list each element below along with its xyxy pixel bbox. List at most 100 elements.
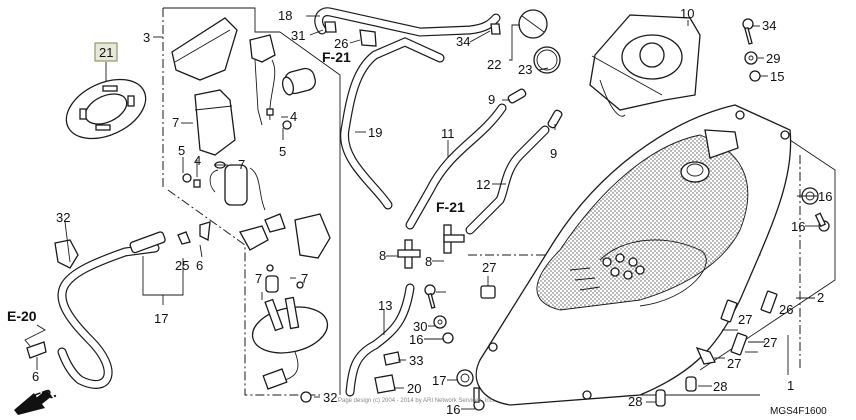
callout-30[interactable]: 32 xyxy=(56,210,70,225)
joint-8b[interactable] xyxy=(443,224,465,254)
callout-18[interactable]: 18 xyxy=(278,8,292,23)
callout-10[interactable]: 10 xyxy=(680,6,694,21)
hose-11[interactable] xyxy=(405,103,507,230)
part-10-filler-tray[interactable] xyxy=(589,14,701,117)
part-34-bolt-mid[interactable] xyxy=(424,284,436,309)
part-32-nut[interactable] xyxy=(300,391,312,403)
part-7-pump-housing[interactable] xyxy=(194,89,236,156)
ref-e20[interactable]: E-20 xyxy=(7,308,37,324)
part-6-bracket-b[interactable] xyxy=(26,341,47,359)
callout-3[interactable]: 3 xyxy=(143,30,150,45)
part-20-clip[interactable] xyxy=(374,374,396,394)
callout-8b[interactable]: 8 xyxy=(425,254,432,269)
part-14-grommet-mid[interactable] xyxy=(442,332,454,344)
part-28-washer-mid[interactable] xyxy=(433,315,447,329)
ref-f21-mid[interactable]: F-21 xyxy=(436,199,465,215)
part-27-clip-d[interactable] xyxy=(655,389,666,407)
callout-9a[interactable]: 9 xyxy=(488,92,495,107)
callout-11[interactable]: 11 xyxy=(441,126,455,141)
ref-f21-top[interactable]: F-21 xyxy=(322,49,351,65)
callout-13[interactable]: 13 xyxy=(378,298,392,313)
part-27-clip-a[interactable] xyxy=(480,285,496,299)
callout-2[interactable]: 2 xyxy=(817,290,824,305)
part-27-clip-b[interactable] xyxy=(695,346,716,365)
part-34-bolt-top[interactable] xyxy=(742,18,754,45)
part-21-ring-plate[interactable] xyxy=(57,62,155,150)
callout-26b[interactable]: 27 xyxy=(738,312,752,327)
part-16-bolt-right[interactable] xyxy=(814,212,830,232)
joint-9a[interactable] xyxy=(507,88,527,104)
part-30-clamp[interactable] xyxy=(54,239,79,269)
part-15-grommet-bottom[interactable] xyxy=(456,369,474,387)
callout-8a[interactable]: 8 xyxy=(379,248,386,263)
hose-13[interactable] xyxy=(345,283,415,397)
part-27-clip-c[interactable] xyxy=(685,376,697,392)
part-24-clip[interactable] xyxy=(177,231,191,245)
callout-32-text[interactable]: 32 xyxy=(323,390,337,405)
callout-4a[interactable]: 4 xyxy=(194,153,201,168)
callout-16-bottom[interactable]: 16 xyxy=(446,402,460,417)
callout-21[interactable]: 21 xyxy=(99,45,113,60)
part-29-clip[interactable] xyxy=(324,21,337,33)
callout-33[interactable]: 34 xyxy=(456,34,470,49)
pump-sender-unit[interactable] xyxy=(249,34,276,126)
part-31-clip[interactable] xyxy=(383,351,401,366)
small-fasteners[interactable] xyxy=(182,108,292,188)
callout-28b[interactable]: 30 xyxy=(413,319,427,334)
joint-9b[interactable] xyxy=(547,109,563,129)
callout-16-right[interactable]: 16 xyxy=(791,219,805,234)
callout-14b[interactable]: 16 xyxy=(409,332,423,347)
callout-22[interactable]: 22 xyxy=(487,57,501,72)
callout-7-d[interactable]: 7 xyxy=(301,271,308,286)
hose-12[interactable] xyxy=(465,125,550,235)
callout-27d[interactable]: 28 xyxy=(628,394,642,409)
pump-motor[interactable] xyxy=(209,164,266,211)
part-26-pad-b[interactable] xyxy=(760,290,778,314)
callout-29[interactable]: 31 xyxy=(291,28,305,43)
part-23-gasket[interactable] xyxy=(533,46,561,74)
callout-15a[interactable]: 16 xyxy=(818,189,832,204)
callout-24[interactable]: 25 xyxy=(175,258,189,273)
callout-27a[interactable]: 27 xyxy=(482,260,496,275)
callout-15b[interactable]: 17 xyxy=(432,373,446,388)
callout-20[interactable]: 20 xyxy=(407,381,421,396)
callout-19[interactable]: 19 xyxy=(368,125,382,140)
part-6-bracket-a[interactable] xyxy=(199,221,211,241)
callout-6a[interactable]: 6 xyxy=(196,258,203,273)
hose-17[interactable] xyxy=(57,231,166,389)
callout-23[interactable]: 23 xyxy=(518,62,532,77)
callout-26a[interactable]: 26 xyxy=(779,302,793,317)
pump-base-plate[interactable] xyxy=(248,296,331,390)
part-22-fuel-cap[interactable] xyxy=(518,9,548,39)
callout-34a[interactable]: 34 xyxy=(762,18,776,33)
callout-7-c[interactable]: 7 xyxy=(255,271,262,286)
part-1-fuel-tank[interactable] xyxy=(475,104,792,406)
callout-26c[interactable]: 27 xyxy=(763,335,777,350)
callout-27c[interactable]: 28 xyxy=(713,379,727,394)
pump-brackets[interactable] xyxy=(239,213,331,293)
callout-17-text[interactable]: 17 xyxy=(154,311,168,326)
callout-7b[interactable]: 7 xyxy=(238,157,245,172)
part-25-clip[interactable] xyxy=(359,29,377,47)
joint-8a[interactable] xyxy=(397,239,421,269)
callout-7a[interactable]: 7 xyxy=(172,115,179,130)
callout-28a[interactable]: 29 xyxy=(766,51,780,66)
part-28-washer-top[interactable] xyxy=(744,51,758,65)
part-26-pad-c[interactable] xyxy=(730,332,748,356)
part-3-pump-cover[interactable] xyxy=(171,17,238,81)
callout-6b[interactable]: 6 xyxy=(32,369,39,384)
hose-19[interactable] xyxy=(340,37,445,210)
part-14-grommet-top[interactable] xyxy=(749,70,761,82)
callout-12[interactable]: 12 xyxy=(476,177,490,192)
part-26-pad-a[interactable] xyxy=(720,299,738,323)
callout-4b[interactable]: 4 xyxy=(290,109,297,124)
callout-25[interactable]: 26 xyxy=(334,36,348,51)
callout-5b[interactable]: 5 xyxy=(279,144,286,159)
part-33-clip[interactable] xyxy=(490,23,501,35)
callout-14a[interactable]: 15 xyxy=(770,69,784,84)
part-16-bolt-bottom[interactable] xyxy=(473,387,485,411)
callout-1[interactable]: 1 xyxy=(787,378,794,393)
callout-27b[interactable]: 27 xyxy=(727,356,741,371)
callout-5a[interactable]: 5 xyxy=(178,143,185,158)
callout-9b[interactable]: 9 xyxy=(550,146,557,161)
